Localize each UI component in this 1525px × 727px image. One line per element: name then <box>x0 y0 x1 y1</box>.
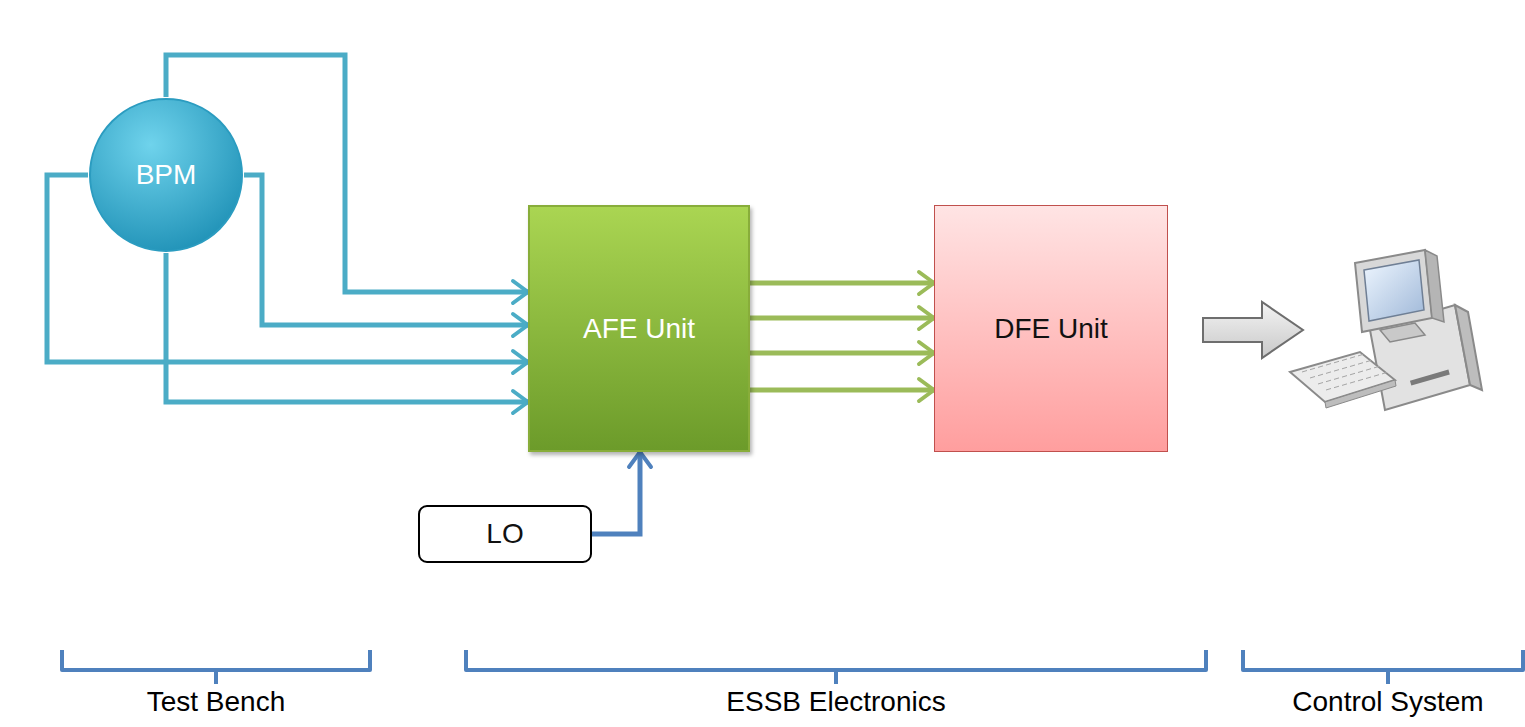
signal-connector <box>750 388 934 393</box>
signal-connector <box>750 351 934 356</box>
signal-connector <box>750 316 934 321</box>
group-label: ESSB Electronics <box>726 686 945 718</box>
node-label: DFE Unit <box>994 313 1108 345</box>
computer-icon <box>1290 250 1482 410</box>
bpm-circle: BPM <box>88 97 244 253</box>
node-label: LO <box>486 518 523 550</box>
signal-connector <box>750 281 934 286</box>
block-arrow <box>1203 302 1303 358</box>
lo-box: LO <box>418 505 592 563</box>
group-bracket <box>466 650 1206 684</box>
signal-connector <box>244 175 528 325</box>
group-bracket <box>1243 650 1523 684</box>
signal-connector <box>166 253 528 402</box>
node-label: AFE Unit <box>583 313 695 345</box>
group-label: Test Bench <box>147 686 286 718</box>
dfe-unit-box: DFE Unit <box>934 205 1168 452</box>
signal-connector <box>592 452 640 534</box>
afe-unit-box: AFE Unit <box>528 205 750 452</box>
group-bracket <box>62 650 370 684</box>
group-label: Control System <box>1292 686 1483 718</box>
node-label: BPM <box>136 159 197 191</box>
